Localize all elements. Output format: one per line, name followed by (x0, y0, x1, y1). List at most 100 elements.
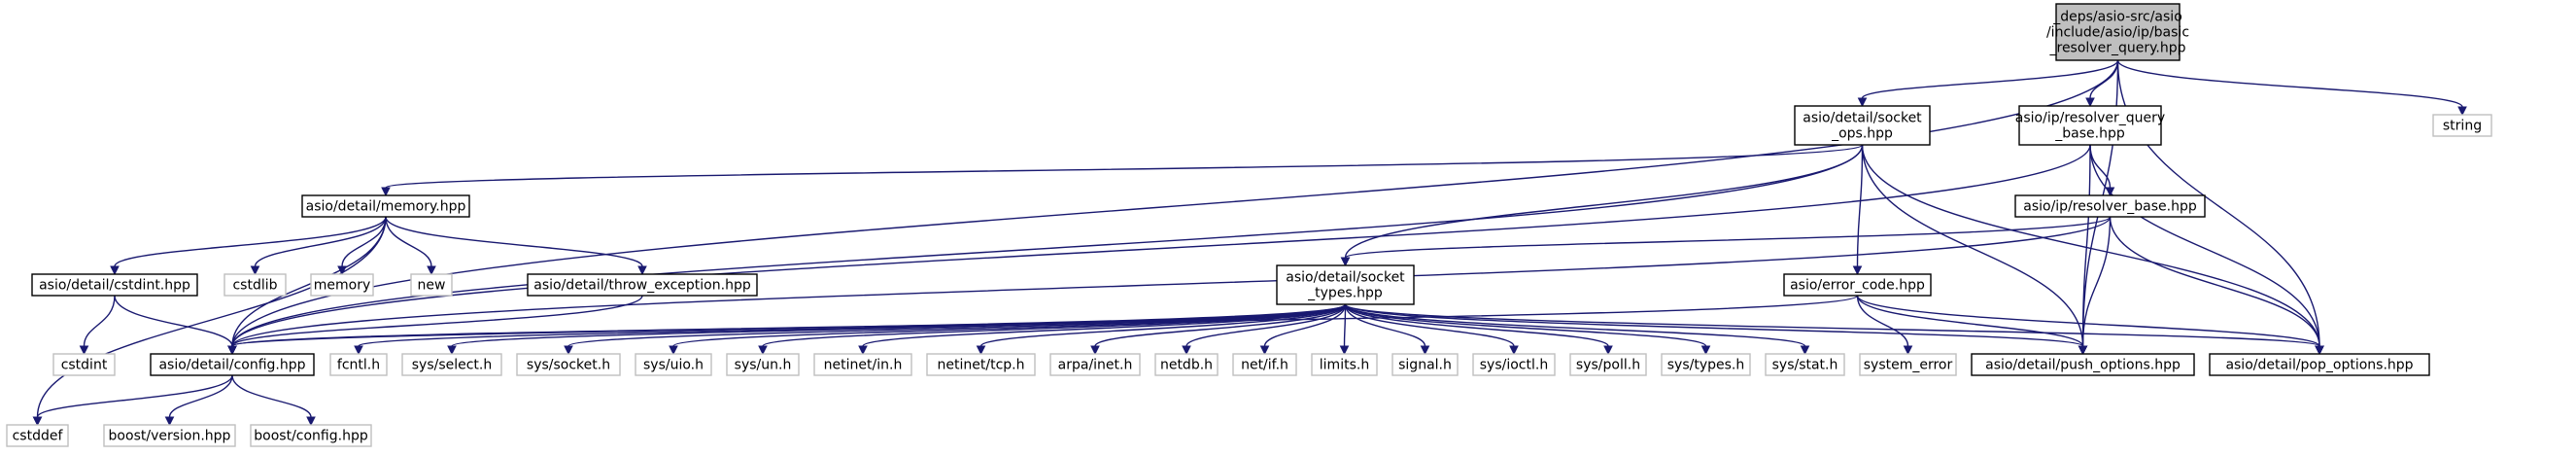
node-sys-un[interactable]: sys/un.h (726, 353, 800, 376)
node-sys-poll[interactable]: sys/poll.h (1569, 353, 1647, 376)
node-root[interactable]: _deps/asio-src/asio/include/asio/ip/basi… (2046, 3, 2189, 61)
arrowhead-icon (1090, 345, 1100, 356)
node-push-options[interactable]: asio/detail/push_options.hpp (1971, 353, 2195, 376)
edge-line (1344, 303, 1515, 347)
node-label: asio/ip/resolver_base.hpp (2023, 199, 2197, 215)
node-box (223, 273, 287, 297)
arrowhead-icon (1700, 345, 1711, 356)
edge-socket_types-to-sys_poll (1344, 303, 1613, 356)
edge-line (1343, 303, 1347, 347)
arrowhead-icon (2315, 345, 2324, 356)
node-system-error[interactable]: system_error (1859, 353, 1957, 376)
node-pop-options[interactable]: asio/detail/pop_options.hpp (2209, 353, 2430, 376)
node-sys-types[interactable]: sys/types.h (1661, 353, 1751, 376)
node-boost-version[interactable]: boost/version.hpp (103, 424, 236, 447)
arrowhead-icon (1800, 345, 1810, 356)
node-label: sys/uio.h (643, 358, 704, 373)
node-label: cstdint (61, 358, 108, 373)
node-box (926, 353, 1036, 376)
arrowhead-icon (1259, 345, 1270, 356)
node-boost-config[interactable]: boost/config.hpp (250, 424, 372, 447)
node-sys-select[interactable]: sys/select.h (401, 353, 502, 376)
edge-line (385, 216, 432, 267)
node-fcntl[interactable]: fcntl.h (329, 353, 388, 376)
node-sys-ioctl[interactable]: sys/ioctl.h (1472, 353, 1556, 376)
node-label: netinet/tcp.h (938, 358, 1025, 373)
arrowhead-icon (858, 345, 868, 356)
node-box (301, 194, 470, 218)
node-box (52, 353, 116, 376)
node-sys-socket[interactable]: sys/socket.h (516, 353, 621, 376)
arrowhead-icon (564, 345, 573, 356)
edge-memory_hpp-to-new (385, 216, 436, 276)
node-resolver-query-base[interactable]: asio/ip/resolver_query_base.hpp (2015, 105, 2165, 146)
node-error-code[interactable]: asio/error_code.hpp (1783, 273, 1932, 297)
node-box (813, 353, 912, 376)
node-box (1472, 353, 1556, 376)
arrowhead-icon (354, 345, 363, 356)
node-sys-uio[interactable]: sys/uio.h (635, 353, 712, 376)
node-socket-types[interactable]: asio/detail/socket_types.hpp (1276, 264, 1415, 305)
node-label: asio/detail/socket (1803, 111, 1922, 126)
node-label: asio/detail/push_options.hpp (1985, 358, 2181, 373)
arrowhead-icon (2078, 345, 2088, 356)
node-resolver-base[interactable]: asio/ip/resolver_base.hpp (2014, 194, 2206, 218)
node-label: net/if.h (1241, 358, 1288, 373)
node-memory[interactable]: memory (310, 273, 374, 297)
arrowhead-icon (2457, 106, 2467, 117)
node-label: sys/poll.h (1576, 358, 1640, 373)
edge-line (83, 295, 116, 347)
node-new[interactable]: new (410, 273, 453, 297)
edge-memory_hpp-to-memory (337, 216, 387, 276)
node-memory-hpp[interactable]: asio/detail/memory.hpp (301, 194, 470, 218)
arrowhead-icon (79, 345, 89, 356)
node-cstdint-hpp[interactable]: asio/detail/cstdint.hpp (31, 273, 198, 297)
edge-line (2081, 216, 2112, 347)
arrowhead-icon (1857, 97, 1868, 108)
node-signal[interactable]: signal.h (1391, 353, 1459, 376)
node-limits[interactable]: limits.h (1311, 353, 1378, 376)
node-net-if[interactable]: net/if.h (1232, 353, 1297, 376)
node-box (1232, 353, 1297, 376)
node-box (250, 424, 372, 447)
node-netinet-tcp[interactable]: netinet/tcp.h (926, 353, 1036, 376)
node-box (1049, 353, 1141, 376)
node-string[interactable]: string (2432, 114, 2492, 137)
edge-resolver_base-to-pop_options (2109, 216, 2324, 356)
arrowhead-icon (1340, 257, 1351, 267)
arrowhead-icon (1903, 345, 1913, 356)
edge-memory_hpp-to-cstdlib (250, 216, 387, 276)
node-throw-exception[interactable]: asio/detail/throw_exception.hpp (527, 273, 758, 297)
node-label: asio/detail/socket (1286, 270, 1405, 286)
edge-line (1344, 303, 2320, 347)
node-netinet-in[interactable]: netinet/in.h (813, 353, 912, 376)
node-cstdlib[interactable]: cstdlib (223, 273, 287, 297)
edge-line (1344, 303, 1609, 347)
edge-line (1861, 144, 2084, 347)
edge-line (2109, 216, 2320, 347)
node-label: new (418, 278, 446, 294)
arrowhead-icon (32, 416, 43, 427)
node-box (410, 273, 453, 297)
node-socket-ops[interactable]: asio/detail/socket_ops.hpp (1794, 105, 1931, 146)
edge-line (862, 303, 1347, 347)
arrowhead-icon (427, 265, 436, 276)
edge-socket_types-to-sys_stat (1344, 303, 1810, 356)
edge-line (231, 295, 1859, 347)
arrowhead-icon (976, 345, 986, 356)
node-netdb[interactable]: netdb.h (1154, 353, 1219, 376)
node-box (1971, 353, 2195, 376)
node-label: asio/ip/resolver_query (2015, 111, 2165, 126)
node-label: _resolver_query.hpp (2049, 41, 2186, 56)
edge-line (36, 216, 387, 418)
edge-root-to-socket_ops (1857, 59, 2119, 108)
node-config[interactable]: asio/detail/config.hpp (150, 353, 315, 376)
edge-line (231, 374, 312, 418)
node-cstddef[interactable]: cstddef (6, 424, 69, 447)
arrowhead-icon (381, 187, 391, 197)
node-arpa-inet[interactable]: arpa/inet.h (1049, 353, 1141, 376)
node-cstdint[interactable]: cstdint (52, 353, 116, 376)
arrowhead-icon (110, 265, 120, 276)
node-sys-stat[interactable]: sys/stat.h (1765, 353, 1845, 376)
edge-line (1861, 144, 2320, 347)
